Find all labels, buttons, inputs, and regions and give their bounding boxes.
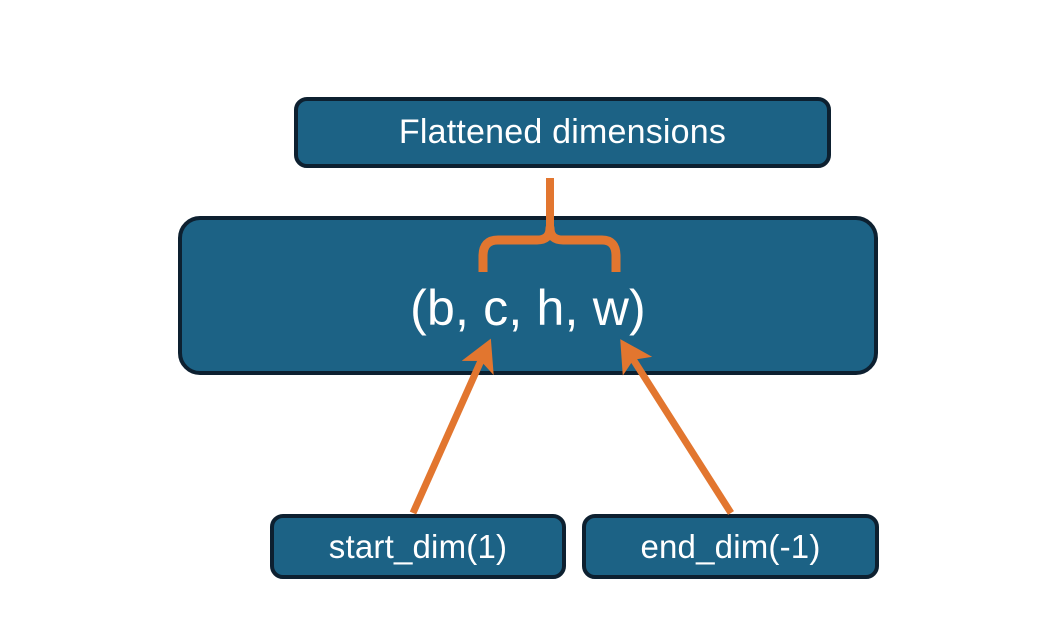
node-start-dim[interactable]: start_dim(1) — [270, 514, 566, 579]
node-tensor-shape-label: (b, c, h, w) — [410, 280, 646, 336]
node-flattened-dimensions[interactable]: Flattened dimensions — [294, 97, 831, 168]
node-tensor-shape[interactable]: (b, c, h, w) — [178, 216, 878, 375]
node-end-dim[interactable]: end_dim(-1) — [582, 514, 879, 579]
node-start-dim-label: start_dim(1) — [328, 527, 508, 565]
node-end-dim-label: end_dim(-1) — [640, 527, 821, 565]
node-flattened-dimensions-label: Flattened dimensions — [398, 113, 727, 151]
